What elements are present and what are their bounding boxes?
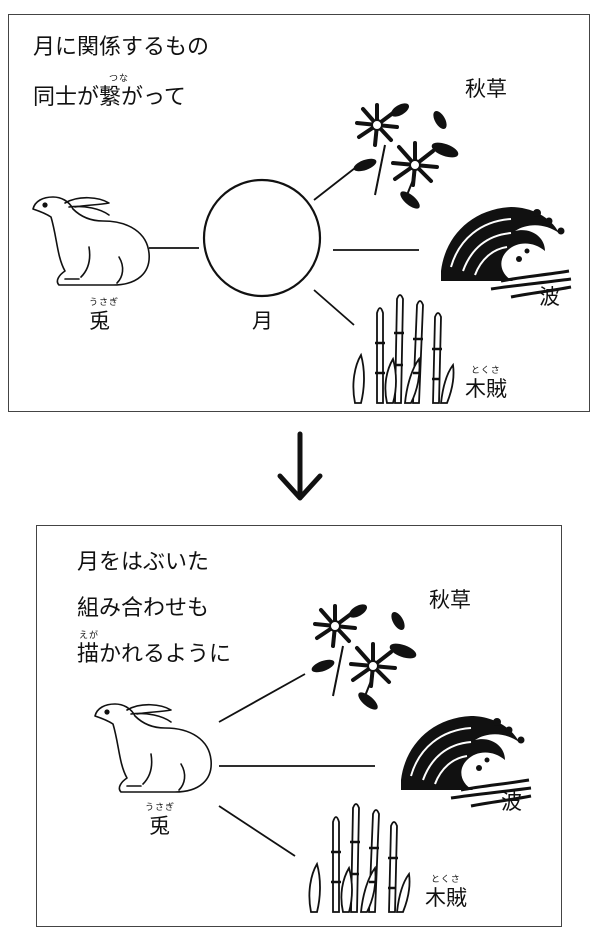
bottom-diagram xyxy=(94,604,532,913)
bottom-reed-label: 木賊 xyxy=(425,886,467,910)
bottom-heading-line2: 組み合わせも xyxy=(77,596,210,621)
top-heading-line2-b: がって xyxy=(121,85,186,110)
moon-circle xyxy=(202,178,322,298)
bottom-wave-label: 波 xyxy=(501,790,522,814)
connector-moon-reed xyxy=(313,289,355,326)
bottom-heading-ruby: えが xyxy=(79,631,100,641)
top-heading-line2-a: 同士が xyxy=(33,85,100,110)
reed-icon xyxy=(308,803,411,913)
autumn-flower-icon xyxy=(311,604,417,710)
top-heading-ruby: つな xyxy=(109,74,130,84)
top-panel: 月に関係するもの つな 同士が繋がって xyxy=(8,14,590,412)
reed-icon xyxy=(352,294,455,404)
bottom-flower-label: 秋草 xyxy=(429,588,471,612)
wave-icon xyxy=(401,716,532,808)
connector-rabbit-flower xyxy=(218,673,306,723)
connector-moon-flower xyxy=(313,167,356,201)
bottom-heading-line1: 月をはぶいた xyxy=(77,550,210,575)
top-diagram xyxy=(32,103,572,404)
top-flower-label: 秋草 xyxy=(465,77,507,101)
down-arrow-icon xyxy=(277,431,323,501)
bottom-rabbit-label: 兎 xyxy=(149,814,170,838)
top-wave-label: 波 xyxy=(539,285,560,309)
top-reed-ruby: とくさ xyxy=(471,366,501,376)
top-rabbit-label: 兎 xyxy=(89,309,110,333)
top-moon-label: 月 xyxy=(252,309,273,333)
top-heading-line2: 同士が繋がって xyxy=(33,87,186,109)
bottom-heading-line3: 描かれるように xyxy=(77,644,231,666)
bottom-reed-ruby: とくさ xyxy=(431,875,461,885)
top-heading-line1: 月に関係するもの xyxy=(33,35,210,60)
bottom-heading-line3-rest: かれるように xyxy=(99,642,232,667)
top-reed-label: 木賊 xyxy=(465,377,507,401)
bottom-heading-line3-kanji: 描 xyxy=(77,642,100,667)
rabbit-icon xyxy=(32,196,150,286)
connector-rabbit-reed xyxy=(218,805,296,857)
bottom-rabbit-ruby: うさぎ xyxy=(145,803,176,813)
rabbit-icon xyxy=(94,703,212,793)
bottom-panel: 月をはぶいた 組み合わせも えが 描かれるように xyxy=(36,525,562,927)
autumn-flower-icon xyxy=(353,103,459,209)
top-rabbit-ruby: うさぎ xyxy=(89,298,120,308)
wave-icon xyxy=(441,207,572,299)
top-heading-line2-kanji: 繋 xyxy=(99,85,122,110)
